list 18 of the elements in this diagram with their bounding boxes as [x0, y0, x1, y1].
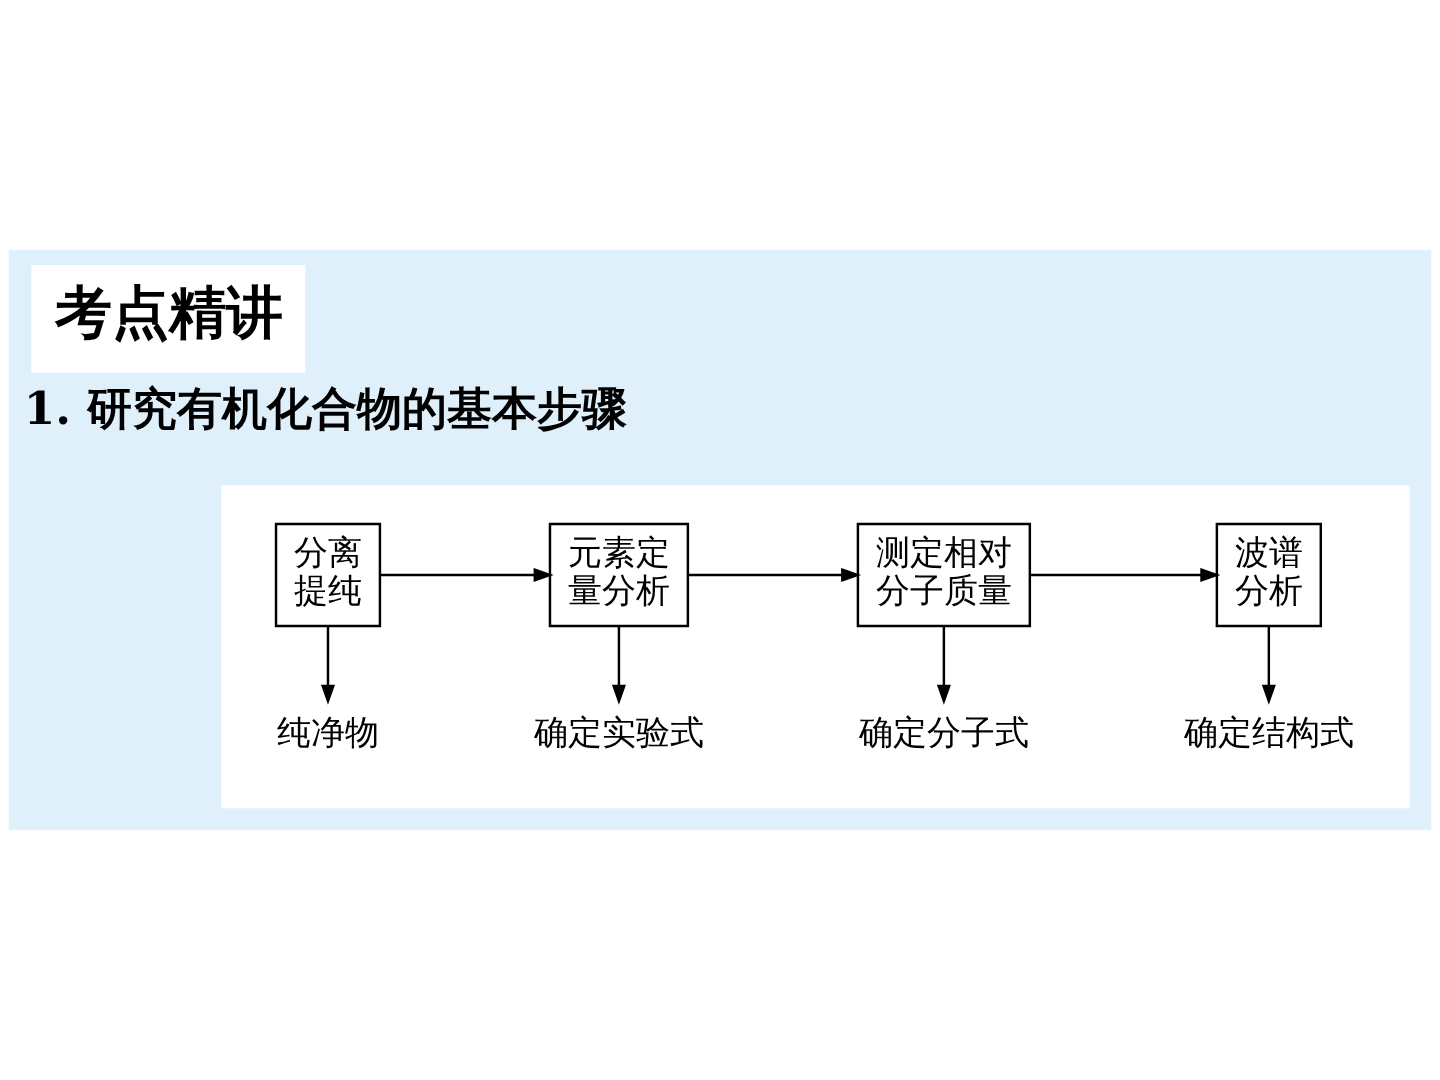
arrow: [688, 567, 862, 582]
arrow: [1030, 567, 1221, 582]
node-box: 分离提纯: [274, 522, 382, 628]
cluster: [221, 485, 1410, 809]
arrow: [380, 567, 554, 582]
arrow: [611, 626, 626, 705]
node-text: 确定实验式: [533, 711, 704, 752]
node-box: 元素定量分析: [548, 522, 690, 628]
node-text: 确定结构式: [1183, 711, 1354, 752]
label: 1. 研究有机化合物的基本步骤: [23, 381, 627, 436]
arrow: [320, 626, 335, 705]
arrow: [936, 626, 951, 705]
arrow: [1261, 626, 1276, 705]
node-box: 波谱分析: [1215, 522, 1322, 628]
node-text: 确定分子式: [858, 711, 1029, 752]
diagram-title: 考点精讲: [54, 279, 283, 346]
node-text: 纯净物: [276, 711, 379, 752]
node-box: 测定相对分子质量: [856, 522, 1032, 628]
